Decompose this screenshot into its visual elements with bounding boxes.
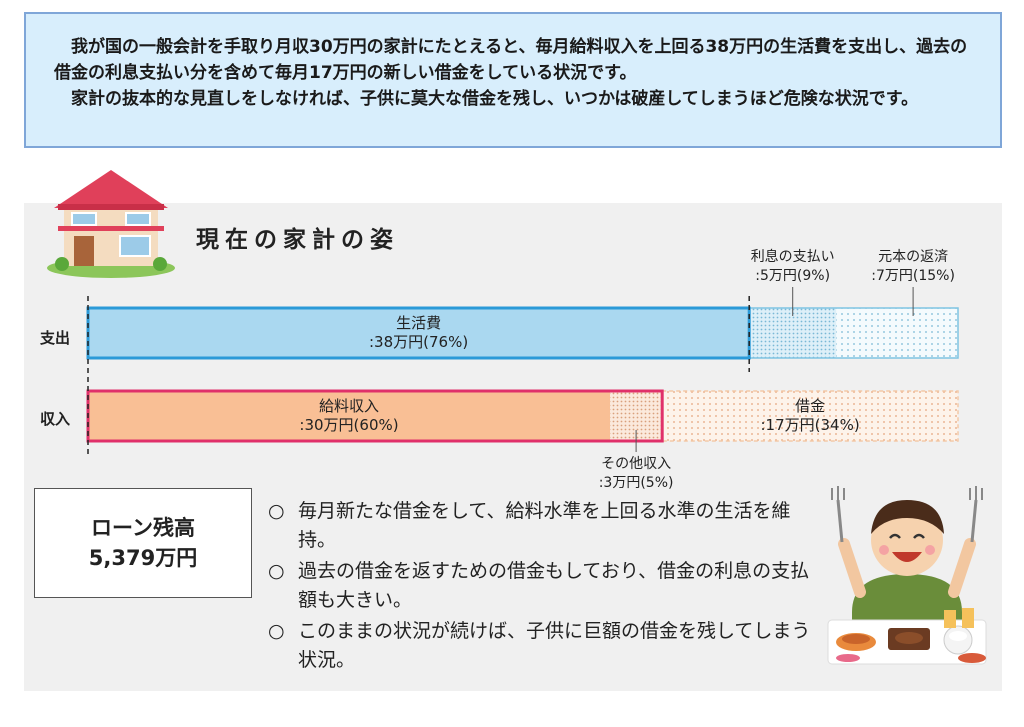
row-label-outflow: 支出 (40, 329, 71, 347)
loan-balance-amount: 5,379万円 (88, 546, 198, 570)
house-icon (47, 170, 175, 278)
interest-payment-callout: 利息の支払い :5万円(9%) (750, 249, 835, 284)
row-label-inflow: 収入 (40, 410, 71, 428)
happy-eating-person-icon (827, 486, 987, 665)
loan-balance-label: ローン残高 (91, 516, 195, 540)
intro-box: 我が国の一般会計を手取り月収30万円の家計にたとえると、毎月給料収入を上回る38… (24, 12, 1002, 148)
bullet-item: ○毎月新たな借金をして、給料水準を上回る水準の生活を維持。 (268, 500, 791, 551)
bar-segment-interest-texture (749, 308, 837, 358)
section-title: 現在の家計の姿 (196, 227, 399, 253)
bar-segment-salary (88, 391, 610, 441)
principal-repayment-callout: 元本の返済 :7万円(15%) (871, 249, 955, 284)
bullet-item: ○過去の借金を返すための借金もしており、借金の利息の支払額も大きい。 (268, 560, 810, 611)
intro-line-2: 家計の抜本的な見直しをしなければ、子供に莫大な借金を残し、いつかは破産してしまう… (71, 89, 919, 109)
bar-segment-borrow-texture (662, 391, 958, 441)
loan-balance-box: ローン残高 5,379万円 (34, 488, 252, 598)
household-panel (24, 203, 1002, 691)
salary-income-label: 給料収入 :30万円(60%) (299, 397, 399, 434)
bar-segment-principal-texture (836, 308, 958, 358)
borrowing-label: 借金 :17万円(34%) (760, 397, 860, 434)
bar-segment-living (88, 308, 750, 358)
living-expense-label: 生活費 :38万円(76%) (369, 314, 469, 351)
summary-bullets: ○毎月新たな借金をして、給料水準を上回る水準の生活を維持。 ○過去の借金を返すた… (268, 497, 828, 677)
bullet-item: ○このままの状況が続けば、子供に巨額の借金を残してしまう状況。 (268, 620, 811, 671)
intro-line-1: 我が国の一般会計を手取り月収30万円の家計にたとえると、毎月給料収入を上回る38… (54, 37, 968, 83)
other-income-callout: その他収入 :3万円(5%) (598, 456, 674, 491)
